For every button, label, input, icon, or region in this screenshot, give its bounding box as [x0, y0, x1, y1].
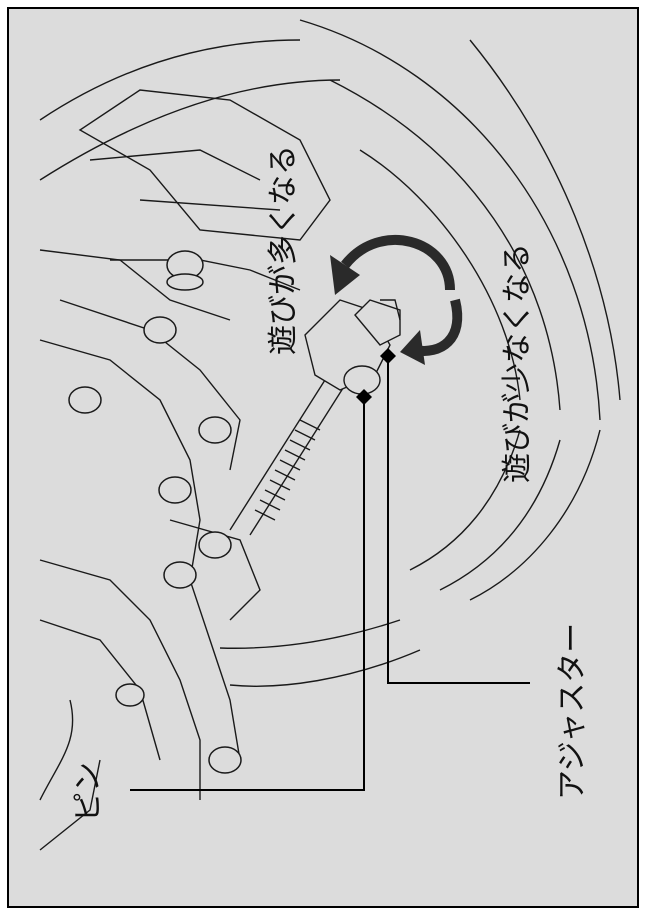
- rotate-counterclockwise-icon: [330, 235, 455, 295]
- diamond-icon: [356, 348, 396, 405]
- wheel-arcs: [39, 19, 621, 687]
- label-adjuster: アジャスター: [555, 623, 590, 800]
- adjuster-rod: [229, 299, 401, 536]
- caliper-body: [39, 89, 331, 851]
- label-decrease-play: 遊びが少なくなる: [500, 243, 535, 483]
- callout-leaders: [130, 356, 530, 791]
- rotate-clockwise-icon: [400, 298, 463, 365]
- label-increase-play: 遊びが多くなる: [266, 145, 301, 355]
- label-pin: ピン: [71, 762, 106, 822]
- bolt-heads: [68, 250, 242, 774]
